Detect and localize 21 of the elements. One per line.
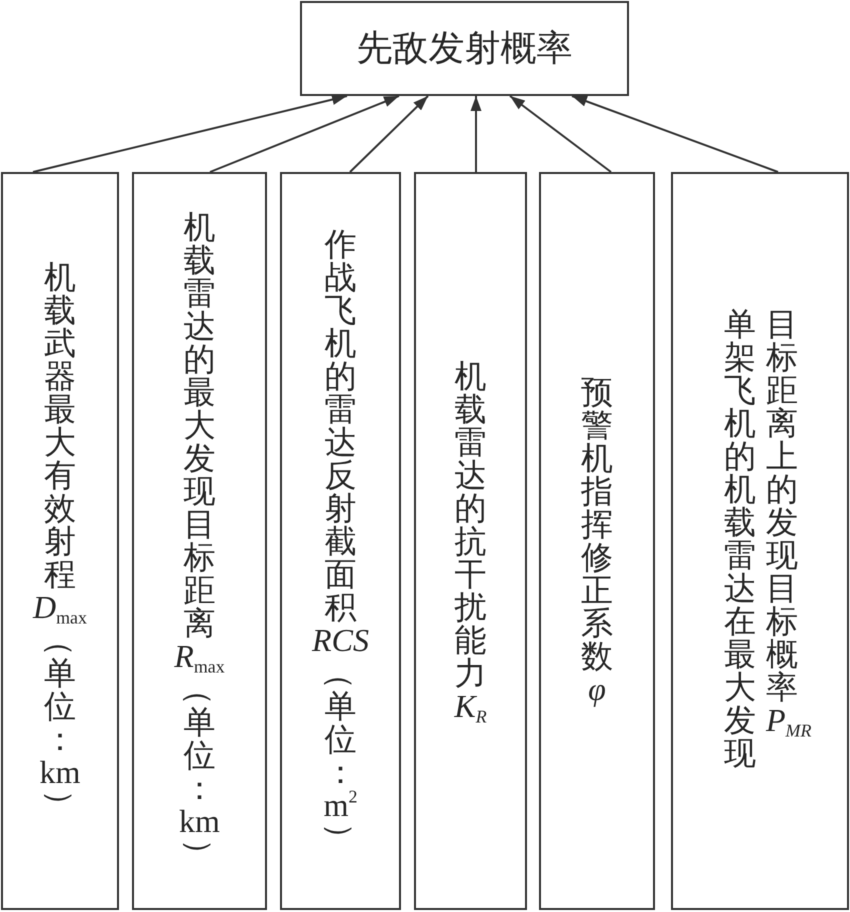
arrow xyxy=(509,95,612,173)
arrow xyxy=(210,95,400,173)
box-label: 机载雷达的抗干扰能力K$_{R}$ xyxy=(454,360,487,722)
box-label: 作战飞机的雷达反射截面积RCS（单位：m$^{2}$） xyxy=(312,228,369,854)
arrow xyxy=(470,96,482,172)
arrow xyxy=(572,95,778,173)
box-label: 机载武器最大有效射程D$_{max}$（单位：km） xyxy=(33,260,87,822)
box-label: 单架飞机的机载雷达在最大发现 xyxy=(724,308,756,770)
process-box xyxy=(414,172,527,910)
process-box xyxy=(671,172,849,910)
process-box xyxy=(280,172,401,910)
arrow xyxy=(32,94,348,173)
process-box xyxy=(132,172,267,910)
process-box xyxy=(300,1,629,96)
box-label: 预警机指挥修正系数φ xyxy=(581,376,613,706)
process-box xyxy=(1,172,119,910)
box-label: 机载雷达的最大发现目标距离R$_{max}$（单位：km） xyxy=(174,211,225,871)
box-label: 先敌发射概率 xyxy=(356,26,572,70)
arrow xyxy=(349,95,429,173)
process-box xyxy=(539,172,655,910)
box-label: 目标距离上的发现目标概率P$_{MR}$ xyxy=(766,308,812,737)
